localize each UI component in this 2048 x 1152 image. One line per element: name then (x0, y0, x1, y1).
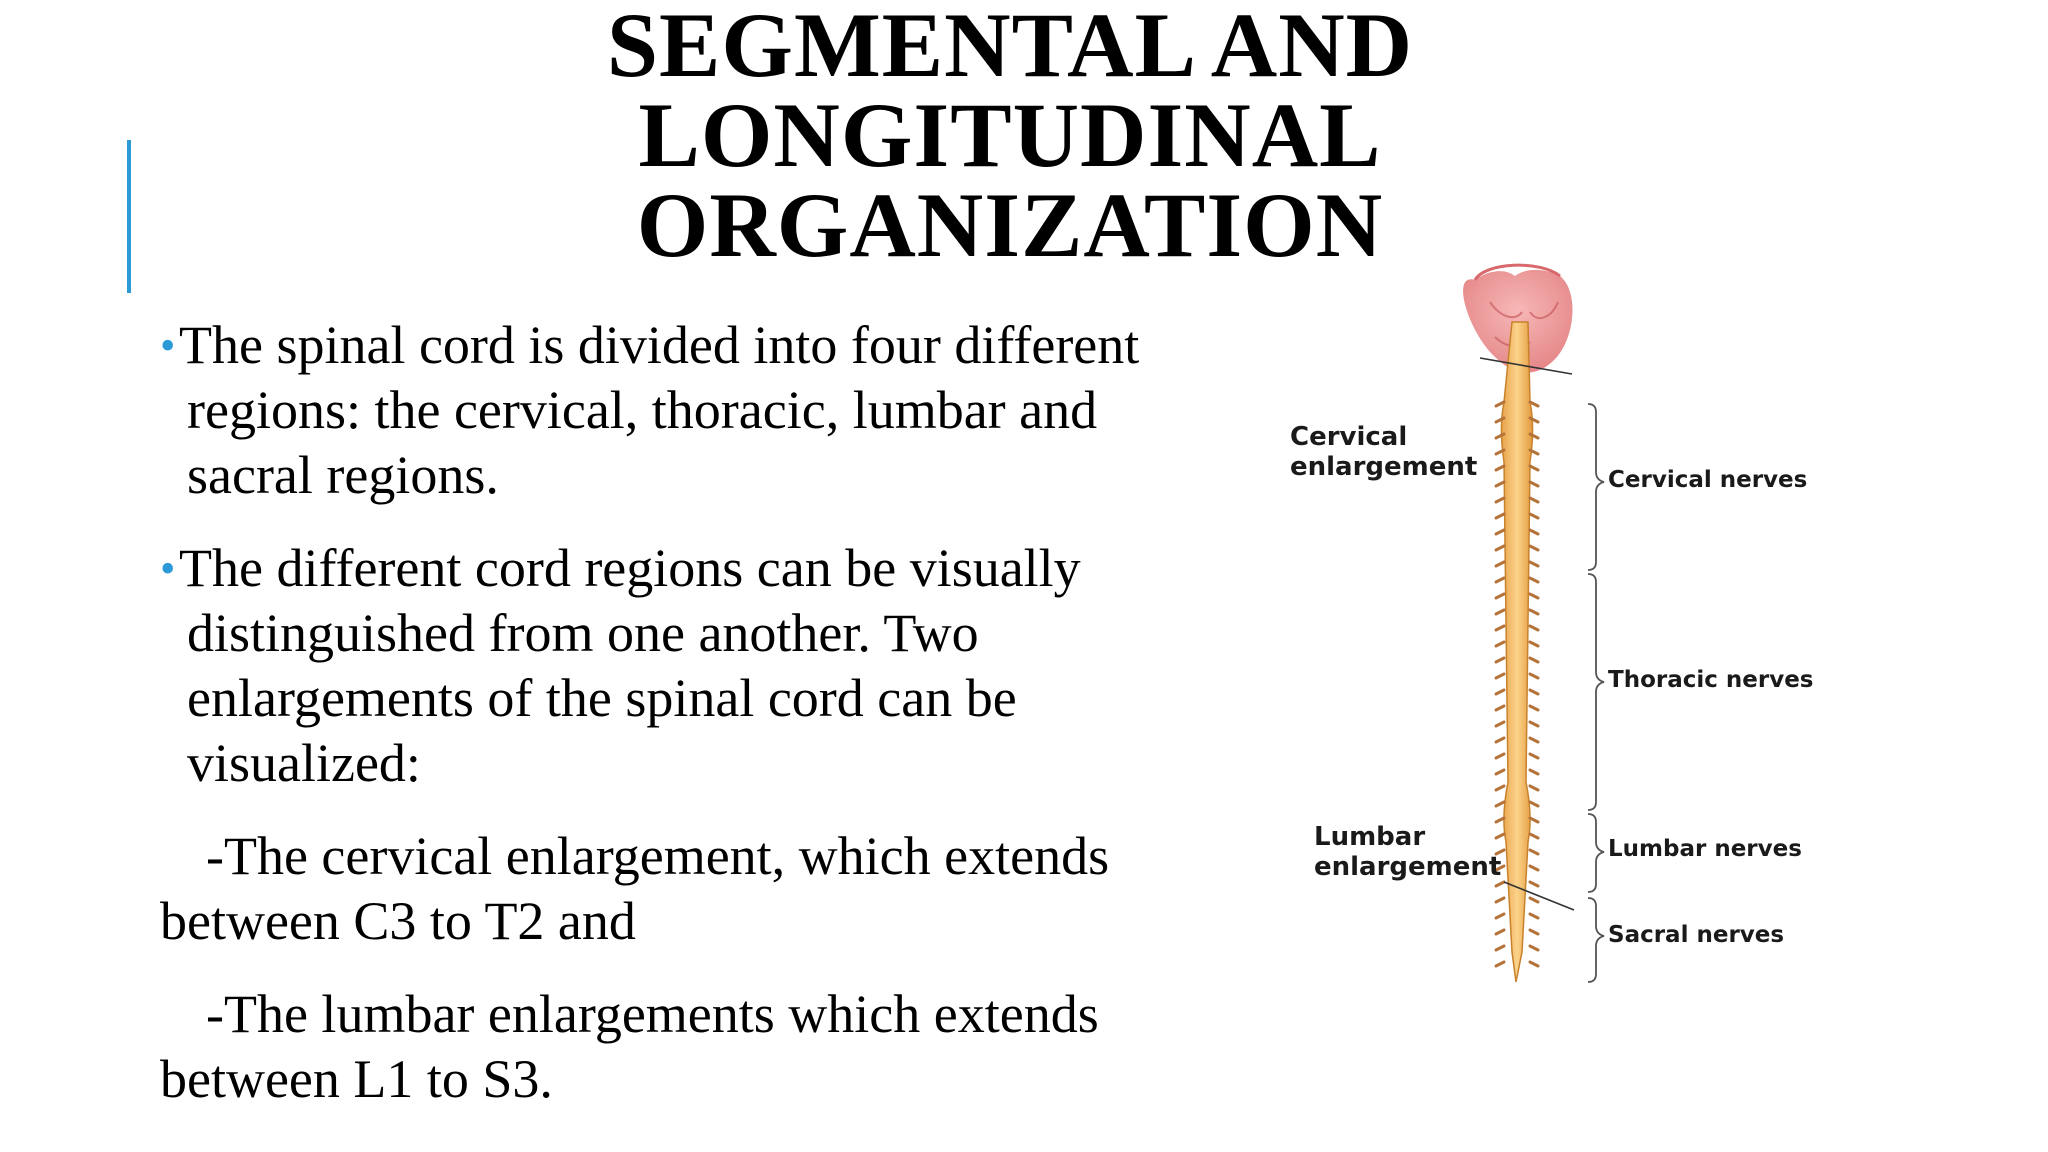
title-line-1: SEGMENTAL AND (606, 0, 1414, 96)
cervical-nerves-label: Cervical nerves (1608, 467, 1808, 493)
cervical-enlargement-label: Cervical enlargement (1290, 422, 1477, 482)
bullet-line: visualized: (187, 733, 421, 793)
spinal-cord-figure: Cervical enlargement Lumbar enlargement … (1290, 262, 1850, 1002)
sub-item-cervical: -The cervical enlargement, which extends… (160, 824, 1290, 954)
lumbar-enlargement-label: Lumbar enlargement (1314, 822, 1501, 882)
title-line-2: LONGITUDINAL (638, 84, 1382, 186)
slide-body: • The spinal cord is divided into four d… (160, 313, 1290, 1112)
label-line: Cervical (1290, 422, 1408, 452)
sub-item-line: -The lumbar enlargements which extends (206, 984, 1099, 1044)
slide-title: SEGMENTAL AND LONGITUDINAL ORGANIZATION (480, 0, 1540, 276)
bullet-line: regions: the cervical, thoracic, lumbar … (187, 380, 1098, 440)
sub-item-lumbar: -The lumbar enlargements which extends b… (160, 982, 1290, 1112)
bullet-line: sacral regions. (187, 445, 499, 505)
sub-item-line: between C3 to T2 and (160, 891, 636, 951)
spinal-cord-illustration (1463, 263, 1605, 983)
thoracic-nerves-label: Thoracic nerves (1608, 667, 1814, 693)
bullet-dot-icon: • (160, 321, 176, 370)
title-line-3: ORGANIZATION (636, 174, 1384, 276)
bullet-line: The spinal cord is divided into four dif… (179, 315, 1140, 375)
sacral-nerves-label: Sacral nerves (1608, 922, 1785, 948)
bullet-item-2: • The different cord regions can be visu… (160, 536, 1290, 796)
sub-item-line: between L1 to S3. (160, 1049, 553, 1109)
label-line: enlargement (1290, 452, 1478, 482)
label-line: Lumbar (1314, 822, 1426, 852)
bullet-line: enlargements of the spinal cord can be (187, 668, 1017, 728)
bullet-dot-icon: • (160, 544, 176, 593)
region-braces (1587, 403, 1605, 983)
spinal-cord-shape (1494, 321, 1540, 983)
lumbar-nerves-label: Lumbar nerves (1608, 836, 1802, 862)
label-leader-lines (1479, 357, 1575, 911)
bullet-line: distinguished from one another. Two (187, 603, 979, 663)
accent-bar (127, 140, 131, 293)
label-line: enlargement (1314, 852, 1502, 882)
bullet-line: The different cord regions can be visual… (179, 538, 1081, 598)
bullet-item-1: • The spinal cord is divided into four d… (160, 313, 1290, 508)
sub-item-line: -The cervical enlargement, which extends (206, 826, 1110, 886)
